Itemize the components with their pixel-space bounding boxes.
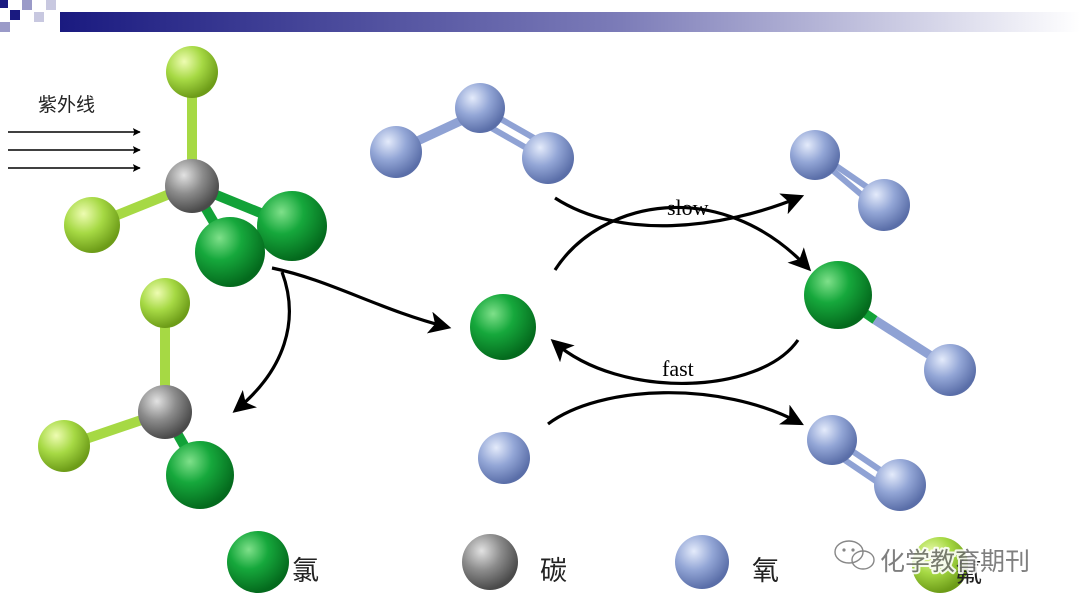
- slow-lower-arrow: [553, 205, 812, 272]
- chlorine-atom: [470, 294, 536, 360]
- slow-label: slow: [667, 195, 709, 220]
- cf2cl-radical: [38, 278, 234, 509]
- uv-arrows: [8, 128, 141, 172]
- watermark: 化学教育期刊 化学教育期刊: [833, 539, 1032, 578]
- fluorine-atom: [140, 278, 190, 328]
- oxygen-atom: [522, 132, 574, 184]
- fast-lower-arrow: [547, 391, 804, 426]
- fluorine-atom: [166, 46, 218, 98]
- wechat-icon: [833, 539, 876, 571]
- oxygen-atom: [807, 415, 857, 465]
- slow-upper-arrow: [554, 193, 805, 228]
- oxygen-atom: [924, 344, 976, 396]
- fluorine-atom: [64, 197, 120, 253]
- legend-fluorine-swatch: [912, 537, 968, 593]
- legend-oxygen-swatch: [675, 535, 729, 589]
- dissociation-arrows: [232, 266, 452, 413]
- o2-molecule-bottom: [807, 415, 926, 511]
- header-decoration: [0, 0, 1080, 32]
- ozone-molecule: [370, 83, 574, 184]
- uv-label: 紫外线: [38, 94, 95, 116]
- chlorine-atom: [257, 191, 327, 261]
- legend-chlorine-label: 氯: [292, 556, 319, 587]
- chlorine-atom: [195, 217, 265, 287]
- fast-upper-arrow: [550, 339, 800, 385]
- fast-label: fast: [662, 356, 694, 381]
- watermark-text-fill: 化学教育期刊: [880, 547, 1030, 576]
- legend-oxygen-label: 氧: [752, 556, 779, 587]
- oxygen-atom: [478, 432, 530, 484]
- watermark-text: 化学教育期刊: [880, 547, 1030, 576]
- clo-molecule: [804, 261, 976, 396]
- cfc-molecule: [64, 46, 327, 287]
- fluorine-atom: [38, 420, 90, 472]
- reaction-arrows: [547, 193, 812, 426]
- chlorine-atom: [804, 261, 872, 329]
- legend-carbon-label: 碳: [540, 556, 567, 587]
- legend-fluorine-label: 氟: [955, 558, 982, 589]
- legend-carbon-swatch: [462, 534, 518, 590]
- carbon-atom: [165, 159, 219, 213]
- free-chlorine: [470, 294, 536, 360]
- legend-chlorine-swatch: [227, 531, 289, 593]
- carbon-atom: [138, 385, 192, 439]
- oxygen-atom: [790, 130, 840, 180]
- o2-molecule-top: [790, 130, 910, 231]
- legend: 氯 碳 氧 氟: [227, 531, 982, 593]
- free-oxygen: [478, 432, 530, 484]
- oxygen-atom: [874, 459, 926, 511]
- oxygen-atom: [858, 179, 910, 231]
- oxygen-atom: [455, 83, 505, 133]
- chlorine-atom: [166, 441, 234, 509]
- oxygen-atom: [370, 126, 422, 178]
